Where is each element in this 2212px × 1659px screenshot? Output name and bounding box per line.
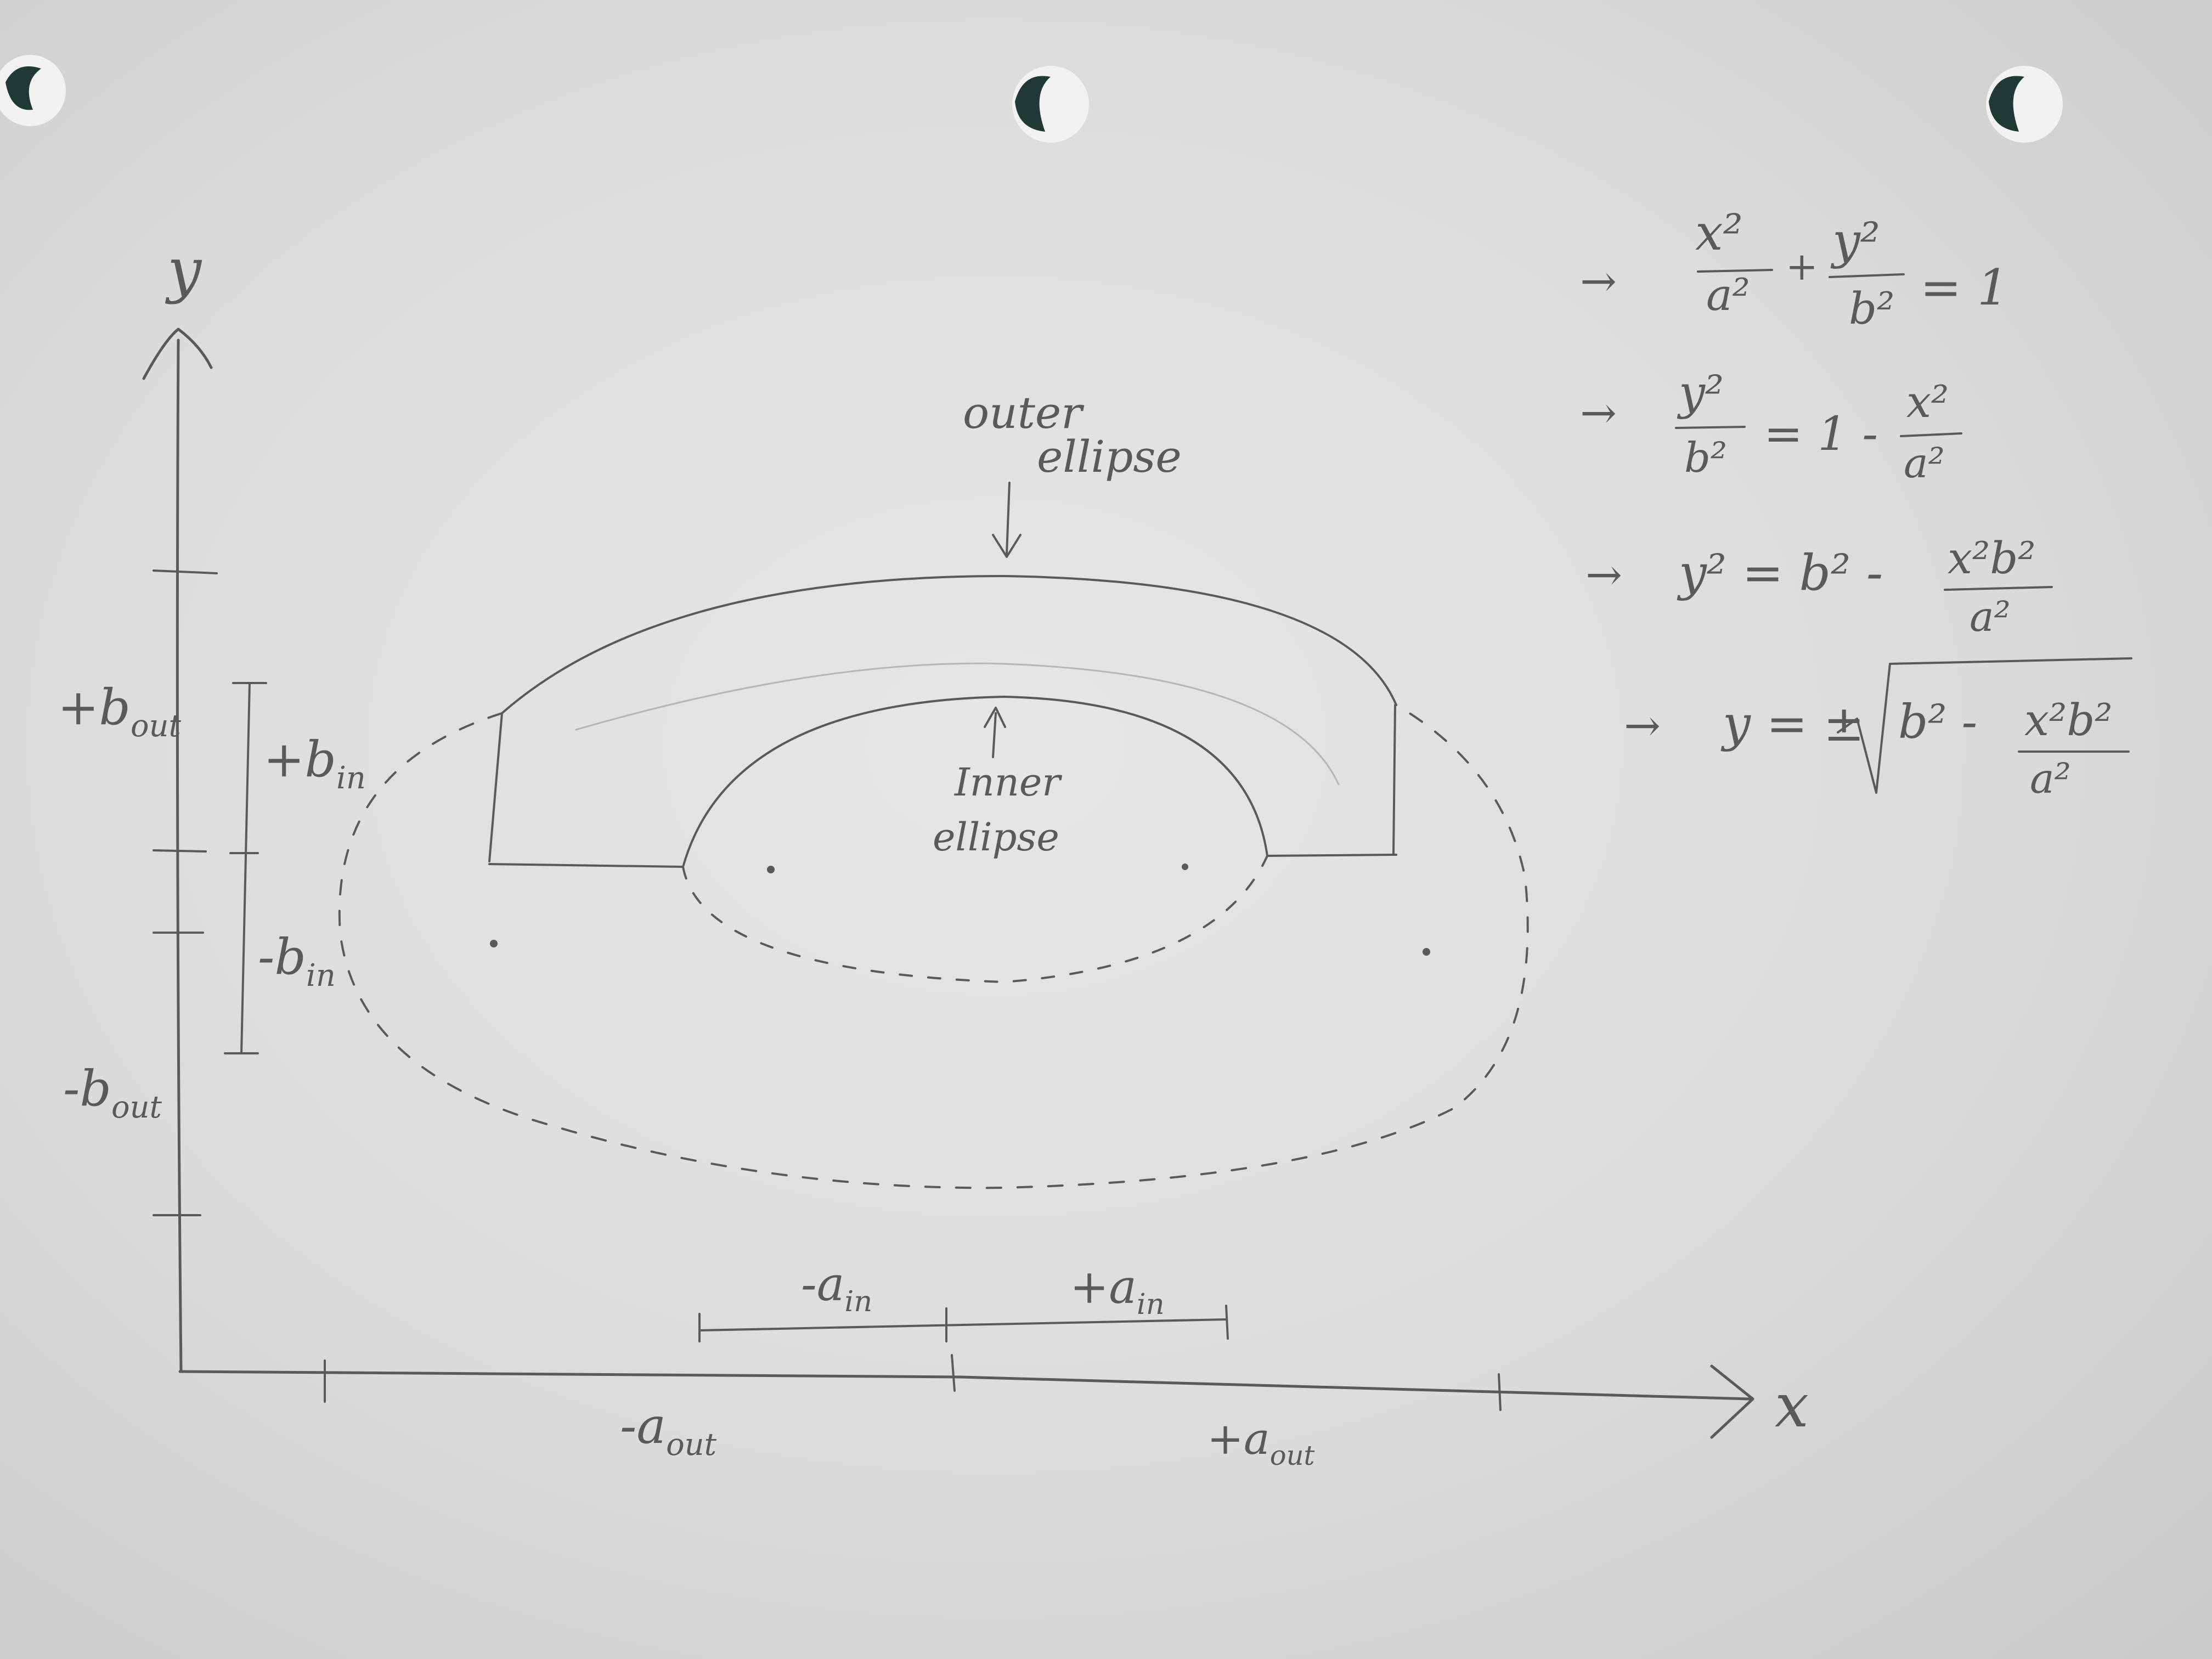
eq2-den-left: b² xyxy=(1684,433,1727,482)
eq2-num-left: y² xyxy=(1677,366,1724,420)
inner-ellipse-label-line2: ellipse xyxy=(933,815,1059,860)
eq4-arrow: → xyxy=(1624,700,1661,751)
equation-strokes xyxy=(1675,269,2132,794)
eq4-radical xyxy=(1837,657,2132,794)
label-minus-b-out: -bout xyxy=(63,1060,162,1125)
label-plus-b-out: +bout xyxy=(58,679,182,744)
eq3-lhs: y² = b² - xyxy=(1677,544,1883,602)
y-axis-label: y xyxy=(165,235,202,305)
inner-ellipse-pointer-head xyxy=(984,707,1006,728)
eq3-num: x²b² xyxy=(1948,533,2035,584)
x-axis-line xyxy=(178,1370,1752,1401)
outer-ellipse-pointer-head xyxy=(992,534,1022,558)
eq2-den-right: a² xyxy=(1904,439,1945,487)
eq1-plus: + xyxy=(1786,244,1818,289)
eq1-num-right: y² xyxy=(1830,212,1880,270)
outer-ellipse-top-arc xyxy=(501,575,1397,714)
y-tick-plus-b-out xyxy=(153,569,218,574)
right-cut-vertical xyxy=(1392,704,1396,854)
b-in-bracket xyxy=(224,682,267,1054)
dot-inner-left xyxy=(767,866,775,873)
eq2-frac-bar-left xyxy=(1675,426,1746,429)
outer-ellipse xyxy=(338,575,1529,1189)
y-axis-line xyxy=(176,338,183,1373)
punch-hole-right-shadow xyxy=(1989,76,2024,132)
x-tick-plus-a-out xyxy=(1498,1373,1502,1411)
outer-ellipse-label-line2: ellipse xyxy=(1037,431,1182,482)
label-plus-a-in: +ain xyxy=(1070,1260,1165,1321)
inner-ellipse-shading xyxy=(575,662,1340,786)
inner-ellipse xyxy=(575,662,1340,983)
eq2-num-right: x² xyxy=(1906,376,1949,427)
dot-outer-left xyxy=(490,940,498,947)
left-cut-vertical xyxy=(488,712,503,862)
left-cut-horizontal xyxy=(488,863,684,868)
label-minus-a-out: -aout xyxy=(620,1397,717,1463)
dot-outer-right xyxy=(1423,948,1430,956)
focal-dots xyxy=(490,864,1430,956)
eq1-rhs: = 1 xyxy=(1920,259,2008,317)
label-plus-a-out: +aout xyxy=(1207,1413,1315,1471)
inner-ellipse-top-arc xyxy=(682,696,1268,868)
inner-ellipse-pointer xyxy=(992,712,997,758)
eq3-arrow: → xyxy=(1585,549,1622,600)
punch-hole-left-shadow xyxy=(5,66,41,110)
inner-ellipse-label-line1: Inner xyxy=(953,760,1062,805)
eq1-frac-bar-right xyxy=(1829,273,1905,278)
x-axis-label: x xyxy=(1775,1370,1809,1441)
eq2-frac-bar-right xyxy=(1900,432,1962,437)
label-minus-b-in: -bin xyxy=(258,928,336,994)
x-axis-arrowhead xyxy=(1710,1364,1754,1439)
eq4-lhs: y = ± xyxy=(1720,695,1865,753)
label-plus-b-in: +bin xyxy=(263,731,366,796)
eq2-mid: = 1 - xyxy=(1764,407,1878,461)
cut-region xyxy=(488,704,1397,868)
inner-ellipse-dashed-bottom xyxy=(682,855,1268,983)
axes xyxy=(142,328,1754,1439)
a-in-bracket xyxy=(698,1305,1229,1342)
eq4-root-lead: b² - xyxy=(1898,695,1977,749)
eq1-num-left: x² xyxy=(1695,204,1743,262)
eq4-num: x²b² xyxy=(2024,695,2112,746)
eq3-frac-bar xyxy=(1944,586,2053,591)
right-cut-horizontal xyxy=(1266,854,1397,857)
outer-ellipse-pointer xyxy=(1006,482,1011,555)
eq1-frac-bar-left xyxy=(1697,269,1773,273)
y-tick-plus-b-in xyxy=(153,849,207,853)
eq4-den: a² xyxy=(2030,754,2071,803)
outer-ellipse-dashed-body xyxy=(338,704,1529,1189)
eq1-den-right: b² xyxy=(1849,283,1894,334)
eq1-arrow: → xyxy=(1580,256,1617,307)
eq3-den: a² xyxy=(1970,592,2011,641)
dot-inner-right xyxy=(1182,864,1188,870)
punch-holes xyxy=(0,55,2063,143)
label-minus-a-in: -ain xyxy=(801,1257,872,1318)
punch-hole-center-shadow xyxy=(1015,76,1051,132)
x-tick-origin xyxy=(951,1354,956,1392)
eq1-den-left: a² xyxy=(1706,269,1750,320)
eq2-arrow: → xyxy=(1580,387,1617,438)
y-axis-arrowhead xyxy=(142,328,213,380)
outer-ellipse-label-line1: outer xyxy=(963,387,1085,438)
